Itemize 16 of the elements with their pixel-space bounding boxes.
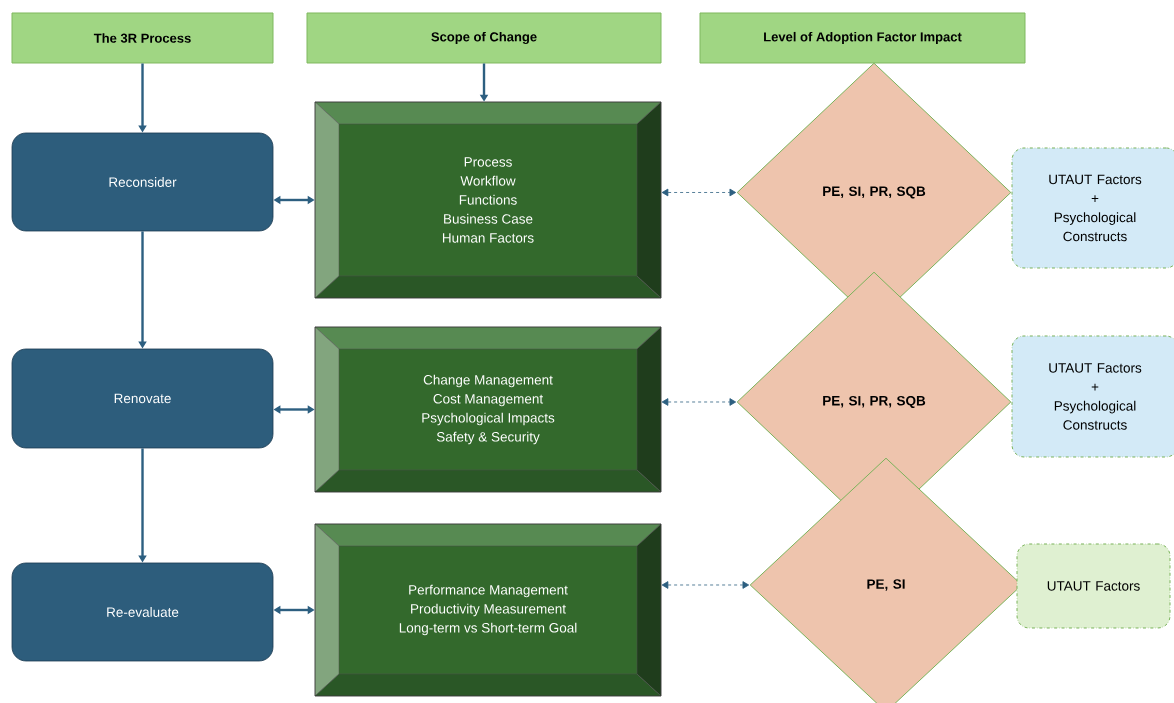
node-label: PE, SI — [867, 579, 905, 591]
factor-box: UTAUT Factors + Psychological Constructs — [1011, 335, 1174, 458]
column-header: The 3R Process — [11, 12, 274, 64]
factor-box: UTAUT Factors + Psychological Constructs — [1011, 147, 1174, 269]
arrow — [661, 188, 737, 197]
bevel-box: Process Workflow Functions Business Case Human Factors — [314, 101, 662, 299]
process-box: Reconsider — [11, 132, 274, 232]
factor-box: UTAUT Factors — [1016, 543, 1171, 629]
arrow — [661, 581, 750, 589]
bevel-box: Change Management Cost Management Psychological Impacts Safety & Security — [314, 326, 662, 493]
column-header: Level of Adoption Factor Impact — [699, 12, 1026, 64]
arrow — [661, 398, 737, 406]
bevel-box: Performance Management Productivity Measurement Long-term vs Short-term Goal — [314, 523, 662, 697]
process-box: Re-evaluate — [11, 562, 274, 662]
process-box: Renovate — [11, 348, 274, 449]
column-header: Scope of Change — [306, 12, 662, 64]
